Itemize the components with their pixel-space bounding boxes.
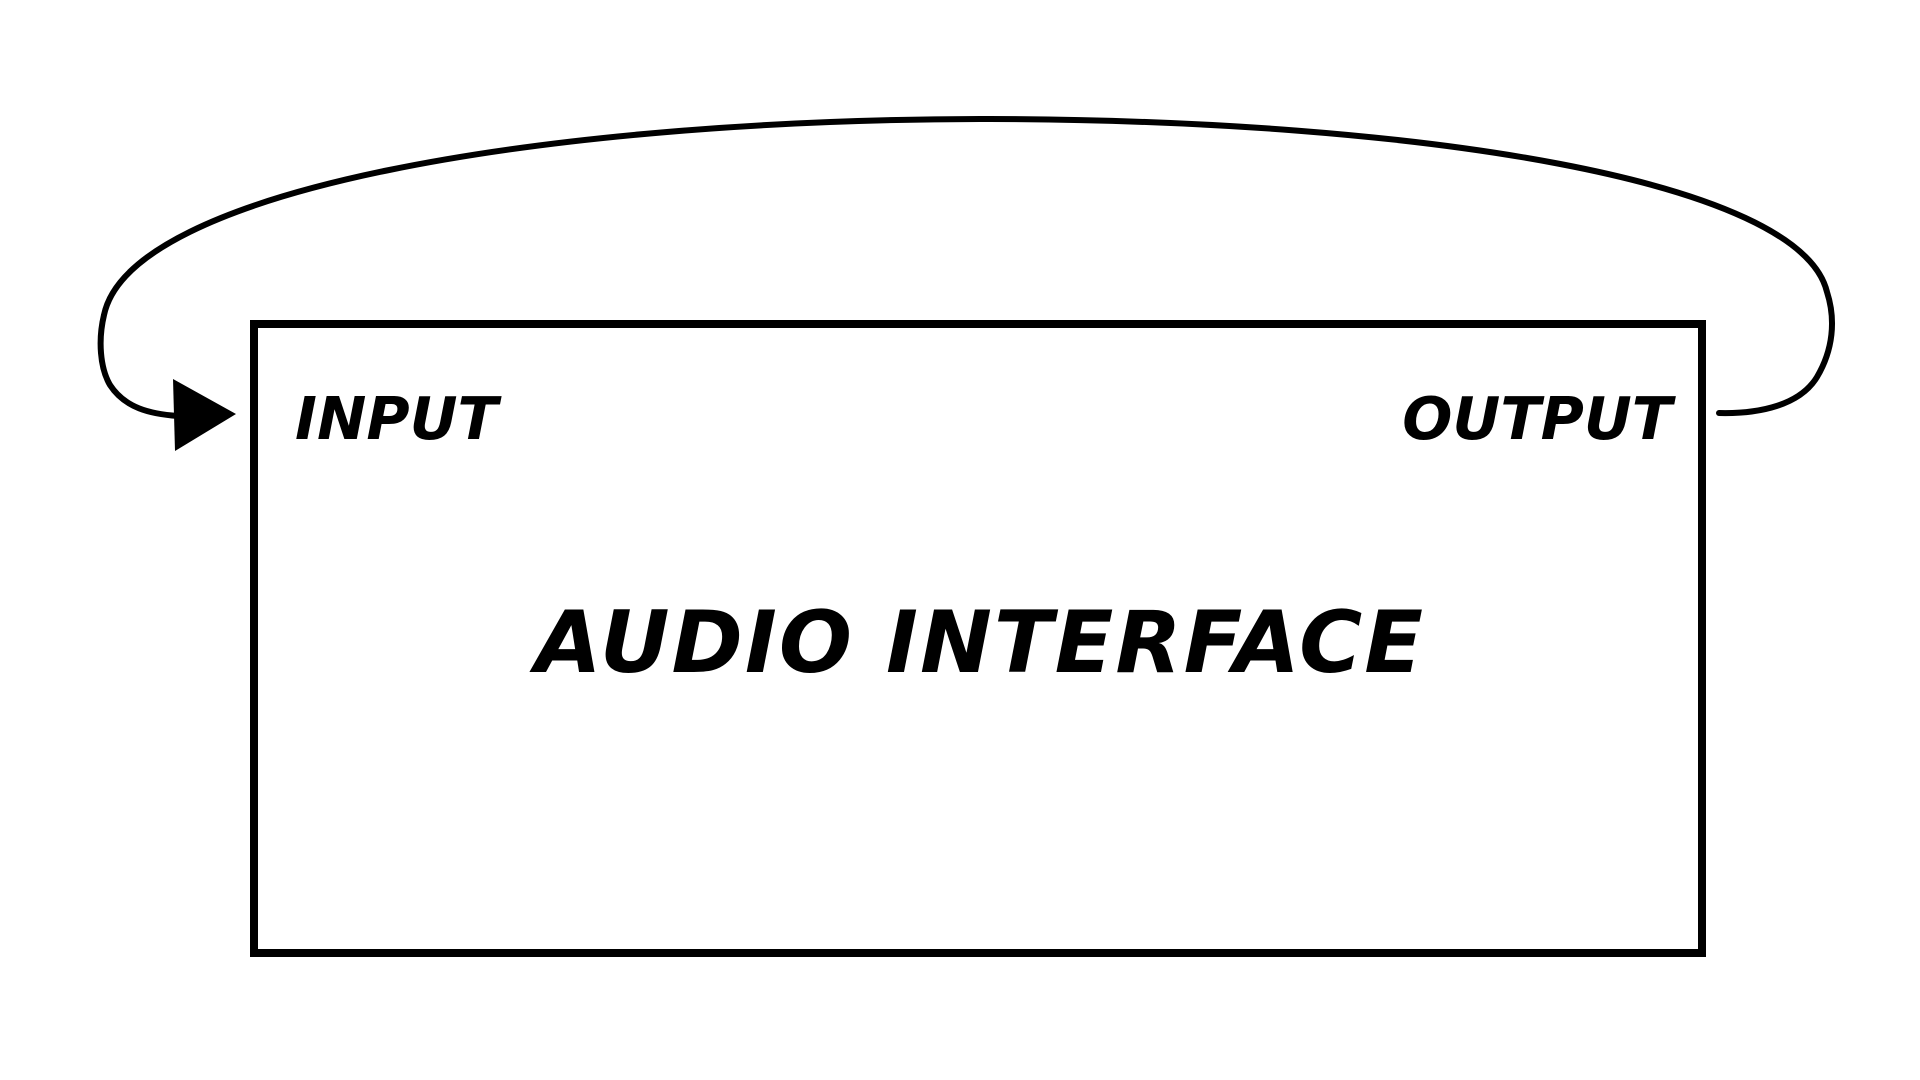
input-label: INPUT (295, 384, 502, 453)
output-label: OUTPUT (1402, 384, 1676, 453)
audio-interface-title: AUDIO INTERFACE (529, 593, 1425, 693)
loopback-cable (97, 116, 1835, 419)
input-arrow-icon (173, 379, 236, 451)
audio-interface-box (250, 320, 1706, 957)
